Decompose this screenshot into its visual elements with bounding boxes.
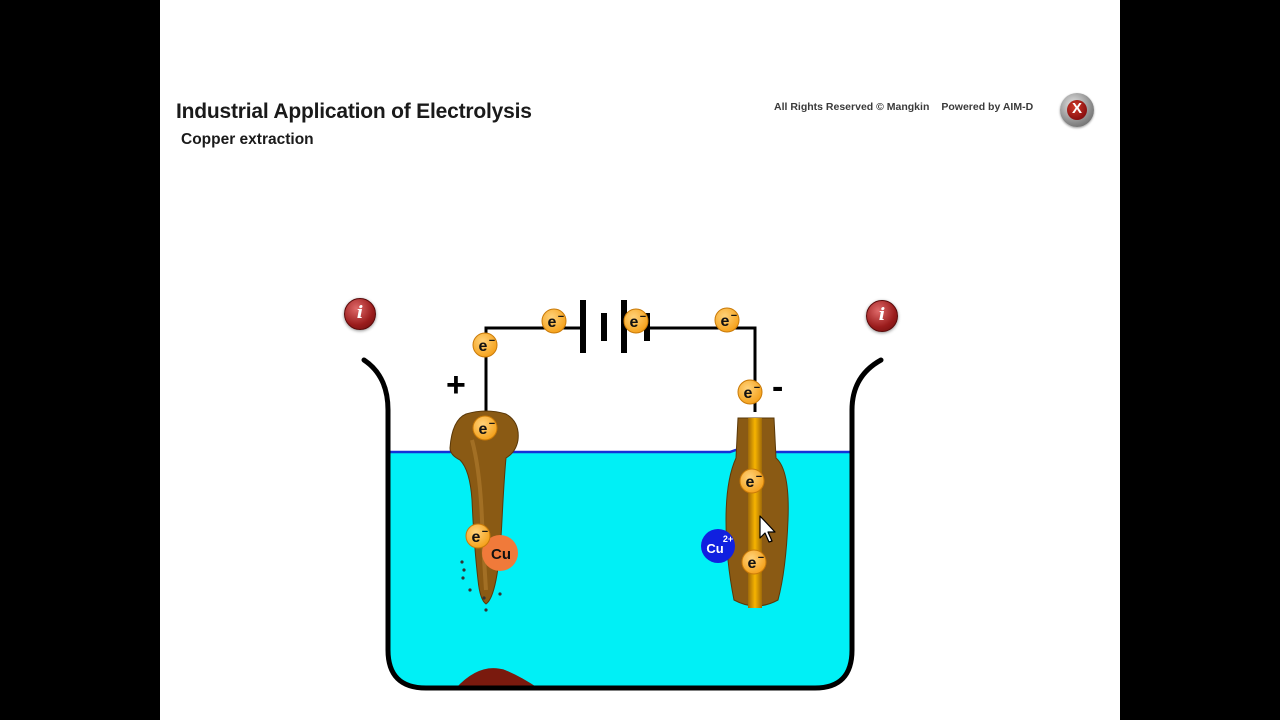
electron: e− xyxy=(472,415,498,441)
copper-ion: Cu 2+ xyxy=(701,529,735,563)
info-icon: i xyxy=(878,305,886,325)
electron-label: e xyxy=(479,421,488,438)
anode-sludge xyxy=(456,668,538,688)
electron-label: e xyxy=(630,314,639,331)
electron: e− xyxy=(472,332,498,358)
battery-icon xyxy=(580,300,650,353)
electron-charge: − xyxy=(489,418,495,430)
copper-atom-label: Cu xyxy=(491,546,511,563)
electron: e− xyxy=(737,379,763,405)
page-title: Industrial Application of Electrolysis xyxy=(176,100,532,123)
electron-charge: − xyxy=(756,471,762,483)
circuit-wire xyxy=(484,326,757,415)
impurity-particles xyxy=(460,560,502,612)
mouse-cursor-icon xyxy=(759,515,776,543)
electron-charge: − xyxy=(758,552,764,564)
electron-charge: − xyxy=(489,335,495,347)
electrons: e−e−e−e−e−e−e−e−e− xyxy=(465,307,767,575)
electron-label: e xyxy=(721,313,730,330)
electrolysis-diagram: + - Cu Cu 2+ e−e−e−e−e−e−e−e−e− xyxy=(361,300,884,691)
electron-charge: − xyxy=(558,311,564,323)
electron-label: e xyxy=(548,314,557,331)
cathode-electrode xyxy=(748,418,762,608)
electron: e− xyxy=(714,307,740,333)
copyright-text: All Rights Reserved © Mangkin xyxy=(774,101,930,113)
electron-charge: − xyxy=(482,526,488,538)
info-button-right[interactable]: i xyxy=(866,300,898,332)
electron-label: e xyxy=(746,474,755,491)
beaker xyxy=(361,357,884,691)
electron: e− xyxy=(541,308,567,334)
electron-label: e xyxy=(744,385,753,402)
electron-label: e xyxy=(472,529,481,546)
anode-texture xyxy=(470,439,488,591)
page-subtitle: Copper extraction xyxy=(181,131,314,148)
electron: e− xyxy=(739,468,765,494)
copper-atom: Cu xyxy=(482,535,518,571)
copper-ion-charge: 2+ xyxy=(723,534,733,544)
powered-by-text: Powered by AIM-D xyxy=(941,101,1034,113)
electron: e− xyxy=(741,549,767,575)
electron-label: e xyxy=(479,338,488,355)
cathode-sign: - xyxy=(772,368,783,406)
simulation-stage: Industrial Application of Electrolysis C… xyxy=(160,0,1120,720)
info-icon: i xyxy=(356,303,364,323)
electron-label: e xyxy=(748,555,757,572)
electron-charge: − xyxy=(731,310,737,322)
anode-sign: + xyxy=(446,366,466,404)
aimd-logo-icon[interactable]: X xyxy=(1060,93,1094,127)
electron-charge: − xyxy=(640,311,646,323)
electron: e− xyxy=(623,308,649,334)
electron: e− xyxy=(465,523,491,549)
copper-ion-label: Cu xyxy=(706,541,723,556)
electron-charge: − xyxy=(754,382,760,394)
credits: All Rights Reserved © Mangkin Powered by … xyxy=(774,101,1033,113)
info-button-left[interactable]: i xyxy=(344,298,376,330)
